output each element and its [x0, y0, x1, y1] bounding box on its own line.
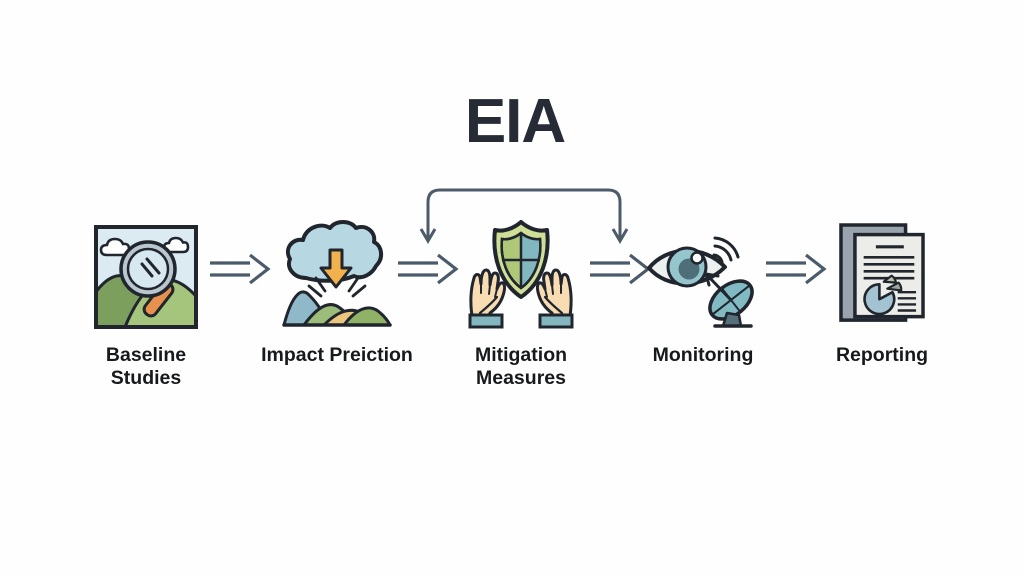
monitoring-icon-box [643, 204, 763, 332]
stage-label-monitoring: Monitoring [652, 344, 754, 366]
mitigation-measures-icon-box [459, 204, 583, 332]
stage-reporting: Reporting [782, 204, 982, 367]
diagram-title: EIA [464, 87, 566, 156]
eye-satellite-icon [647, 236, 754, 328]
stage-label-baseline-studies: Baseline Studies [105, 344, 187, 389]
hands-shield-icon [468, 220, 574, 329]
landscape-magnifier-icon [94, 225, 198, 329]
stage-label-impact-prediction: Impact Preiction [261, 344, 413, 366]
baseline-studies-icon-box [91, 204, 201, 332]
flow-arrow-4 [766, 253, 827, 285]
stage-label-mitigation-measures: Mitigation Measures [474, 344, 568, 389]
stage-baseline-studies: Baseline Studies [46, 204, 246, 390]
stage-mitigation-measures: Mitigation Measures [421, 204, 621, 390]
stage-impact-prediction: Impact Preiction [237, 204, 437, 367]
impact-prediction-icon-box [276, 204, 398, 332]
report-documents-icon [839, 223, 925, 322]
cloud-impact-icon [282, 220, 392, 327]
stage-label-reporting: Reporting [835, 344, 929, 366]
flow-arrow-1 [210, 253, 271, 285]
stage-monitoring: Monitoring [603, 204, 803, 367]
loop-connector-arrow [419, 188, 629, 244]
reporting-icon-box [834, 204, 930, 332]
flow-arrow-2 [398, 253, 459, 285]
